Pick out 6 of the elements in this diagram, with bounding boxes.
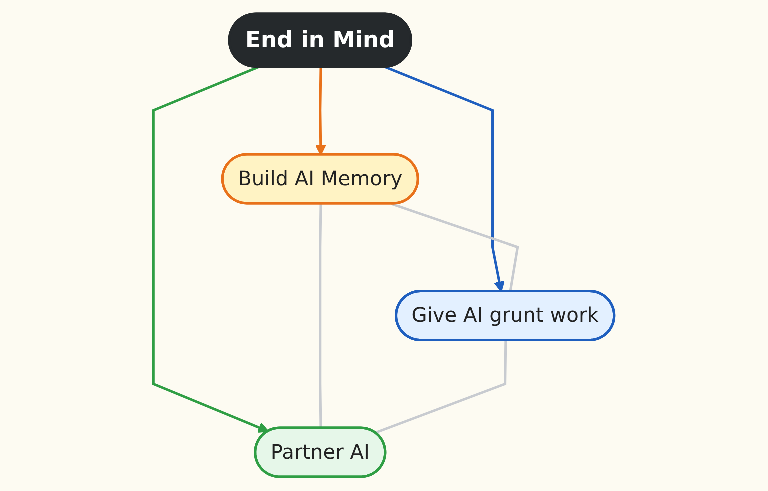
- arrow: [315, 67, 326, 156]
- arrow: [152, 66, 270, 433]
- connector: [375, 340, 508, 434]
- connector: [391, 202, 520, 292]
- arrow: [385, 66, 505, 292]
- connector: [319, 204, 322, 429]
